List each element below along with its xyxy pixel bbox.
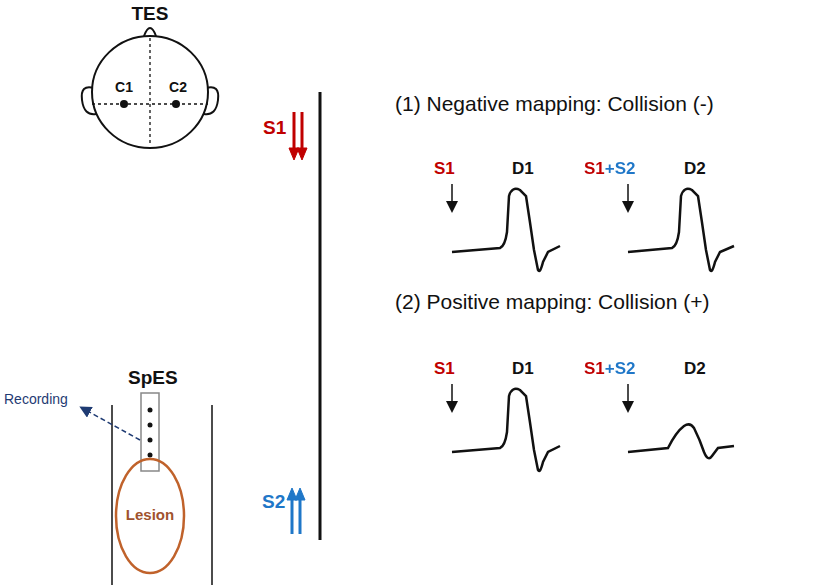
wave-label: D2 xyxy=(684,360,706,379)
spinal-canal xyxy=(112,405,212,585)
stimulus-label: S1 xyxy=(263,118,286,139)
electrode-dot xyxy=(172,100,180,108)
electrode-label: C2 xyxy=(169,80,187,95)
lesion-label: Lesion xyxy=(126,507,174,524)
wave-label: D2 xyxy=(684,160,706,179)
electrode-label: C1 xyxy=(115,80,133,95)
stimulus-label: S2 xyxy=(262,492,285,513)
electrode-dot xyxy=(120,100,128,108)
stimulus-label: S1 xyxy=(434,160,455,179)
head-figure xyxy=(82,28,219,148)
recording-label: Recording xyxy=(4,392,68,407)
condition-heading: (2) Positive mapping: Collision (+) xyxy=(395,290,710,313)
lesion-ellipse: Lesion xyxy=(114,457,186,575)
head-node: TES C1 C2 xyxy=(80,2,222,152)
heading: TES xyxy=(132,4,169,25)
spes-label: SpES xyxy=(128,368,178,389)
stimulus-label: S1 xyxy=(434,360,455,379)
condition-heading: (1) Negative mapping: Collision (-) xyxy=(395,92,714,115)
spinal-cord xyxy=(319,92,322,540)
stimulus-label: S1+S2 xyxy=(584,360,636,379)
stimulus-label: S1+S2 xyxy=(584,160,636,179)
recording-arrow xyxy=(82,408,140,440)
wave-label: D1 xyxy=(512,160,534,179)
waveform xyxy=(452,189,734,471)
head-grid xyxy=(92,38,208,146)
descending-arrows xyxy=(289,112,307,160)
wave-label: D1 xyxy=(512,360,534,379)
ascending-arrows xyxy=(287,488,305,534)
